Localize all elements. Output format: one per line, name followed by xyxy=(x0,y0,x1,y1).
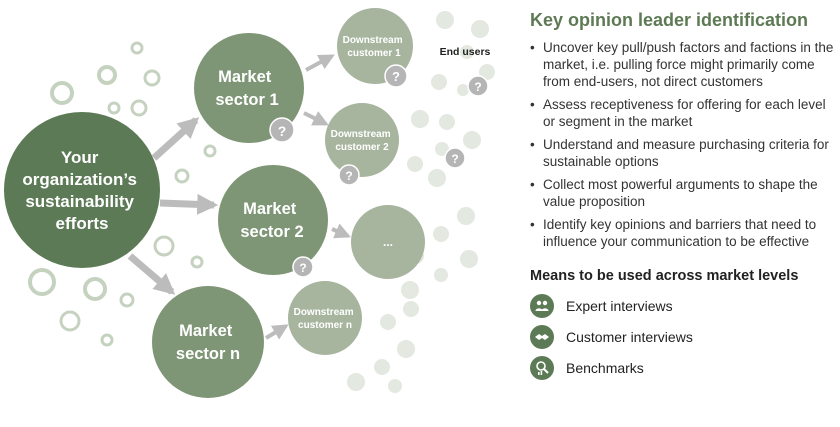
svg-text:?: ? xyxy=(474,80,481,94)
expert-interviews-icon xyxy=(530,294,554,318)
bullet-item: Assess receptiveness for offering for ea… xyxy=(530,96,835,130)
question-mark-icon: ? xyxy=(467,75,489,97)
sector-1-node: Market sector 1 xyxy=(194,33,304,143)
question-mark-icon: ? xyxy=(269,117,295,143)
means-label: Customer interviews xyxy=(566,329,693,345)
svg-text:...: ... xyxy=(383,235,393,249)
svg-text:?: ? xyxy=(278,123,287,139)
svg-text:?: ? xyxy=(392,69,400,84)
sector-2-node: Market sector 2 xyxy=(218,165,328,275)
svg-text:?: ? xyxy=(299,261,306,275)
downstream-customer-n-node: Downstream customer n xyxy=(288,281,362,355)
bullet-item: Collect most powerful arguments to shape… xyxy=(530,176,835,210)
svg-text:Market sector 2: Market sector 2 xyxy=(240,200,303,241)
question-mark-icon: ? xyxy=(444,147,466,169)
arrow-sector1-to-downstream1 xyxy=(305,54,335,72)
benchmarks-icon xyxy=(530,356,554,380)
arrow-center-to-sector1 xyxy=(151,117,200,161)
svg-text:Your organization’s: Your organization’s sustainability effor… xyxy=(22,148,141,233)
arrow-sector1-to-downstream2 xyxy=(303,111,329,126)
downstream-ellipsis-node: ... xyxy=(351,205,425,279)
means-label: Benchmarks xyxy=(566,360,644,376)
downstream-customer-2-node: Downstream customer 2 xyxy=(325,103,399,177)
arrow-center-to-sector2 xyxy=(159,193,219,215)
end-users-label: End users xyxy=(440,46,491,58)
question-mark-icon: ? xyxy=(338,164,360,186)
arrow-sector2-to-ellipsis xyxy=(331,223,351,239)
bullet-list: Uncover key pull/push factors and factio… xyxy=(530,39,835,250)
means-title: Means to be used across market levels xyxy=(530,268,799,284)
arrow-sectorn-to-downstreamn xyxy=(264,324,289,340)
bullet-item: Identify key opinions and barriers that … xyxy=(530,216,835,250)
bullet-item: Uncover key pull/push factors and factio… xyxy=(530,39,835,90)
question-mark-icon: ? xyxy=(384,64,408,88)
svg-text:Downstream customer n: Downstream customer n xyxy=(294,307,357,331)
svg-text:?: ? xyxy=(451,152,458,166)
stakeholder-diagram: Your organization’s sustainability effor… xyxy=(4,8,495,398)
svg-text:Market sector 1: Market sector 1 xyxy=(215,68,278,109)
svg-text:Downstream customer 1: Downstream customer 1 xyxy=(343,35,406,59)
panel-title: Key opinion leader identification xyxy=(530,10,809,30)
arrow-center-to-sectorn xyxy=(127,253,176,295)
question-marks: ? ? ? ? ? ? xyxy=(269,64,489,278)
means-item-customer-interviews: Customer interviews xyxy=(530,325,835,349)
klo-panel: Key opinion leader identification Uncove… xyxy=(530,10,835,387)
svg-text:?: ? xyxy=(345,169,352,183)
svg-text:Downstream customer 2: Downstream customer 2 xyxy=(331,129,394,153)
arrows xyxy=(127,54,351,340)
sector-n-node: Market sector n xyxy=(152,286,264,398)
question-mark-icon: ? xyxy=(292,256,314,278)
means-item-expert-interviews: Expert interviews xyxy=(530,294,835,318)
center-node: Your organization’s sustainability effor… xyxy=(4,112,160,268)
bullet-item: Understand and measure purchasing criter… xyxy=(530,136,835,170)
svg-text:Market sector n: Market sector n xyxy=(176,322,240,363)
means-label: Expert interviews xyxy=(566,298,673,314)
means-item-benchmarks: Benchmarks xyxy=(530,356,835,380)
customer-interviews-icon xyxy=(530,325,554,349)
